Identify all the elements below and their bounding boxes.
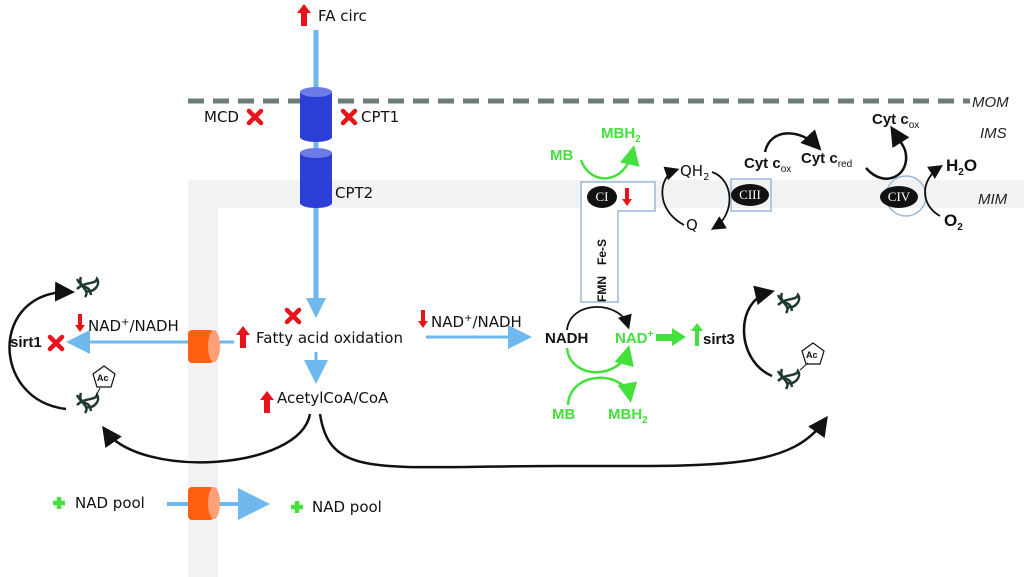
label-o2: O2 <box>944 211 963 233</box>
label-ratio-right: NAD+/NADH <box>431 313 522 331</box>
complex-iv <box>880 186 918 208</box>
label-ac-left: Ac <box>97 373 109 383</box>
q-reduction-arc <box>661 166 685 226</box>
green-arrow-head <box>672 328 686 346</box>
protein-icon <box>776 291 801 315</box>
label-qh2: QH2 <box>680 162 709 183</box>
label-sirt3: sirt3 <box>703 331 735 348</box>
mb-arc-upper <box>565 345 634 374</box>
label-fa-circ: FA circ <box>318 7 367 25</box>
acetylated-protein-icon <box>75 391 100 415</box>
inhibit-x-icon <box>249 111 261 123</box>
label-mb-bottom: MB <box>552 406 575 423</box>
label-sirt1: sirt1 <box>10 334 42 351</box>
svg-text:CIV: CIV <box>888 189 911 204</box>
green-arrow-shaft <box>656 334 674 341</box>
label-mbh2-bottom: MBH2 <box>608 406 648 426</box>
label-fes: Fe-S <box>595 239 609 265</box>
label-ac-right: Ac <box>806 350 818 360</box>
complex-i-outline <box>580 181 656 303</box>
nad-pore-upper <box>188 330 220 363</box>
nad-pore-lower <box>188 487 220 520</box>
increase-arrow-icon <box>236 326 250 348</box>
label-mcd: MCD <box>204 108 239 126</box>
label-q: Q <box>686 216 698 234</box>
oxygen-reduction-arc <box>924 165 944 217</box>
label-ratio-left: NAD+/NADH <box>88 317 179 335</box>
complex-iii <box>731 184 769 206</box>
mb-arc-lower <box>566 376 638 406</box>
label-cpt2: CPT2 <box>335 184 373 202</box>
label-cyt-c-ox-1: Cyt cox <box>744 155 791 175</box>
acetylation-arc-right <box>318 413 828 469</box>
inhibit-x-icon <box>287 310 299 322</box>
inhibit-x-icon <box>50 337 62 349</box>
label-cyt-c-ox-2: Cyt cox <box>872 111 919 131</box>
label-mom: MOM <box>972 94 1009 111</box>
label-nad-plus: NAD+ <box>615 329 654 347</box>
plus-icon <box>53 497 65 509</box>
label-fmn: FMN <box>595 276 609 302</box>
label-cpt1: CPT1 <box>361 108 399 126</box>
label-nad-pool-right: NAD pool <box>312 498 382 516</box>
sirt1-cycle-arrow <box>8 281 75 411</box>
label-nadh: NADH <box>545 330 588 347</box>
label-mb-top: MB <box>550 147 573 164</box>
increase-arrow-icon <box>260 391 274 413</box>
protein-icon <box>75 275 100 299</box>
cyt-c-oxidation-arc <box>865 125 910 180</box>
decrease-arrow-icon <box>418 310 428 328</box>
acetylation-arc-left <box>102 413 312 464</box>
sirt3-cycle-arrow <box>742 285 775 378</box>
label-fatty-acid-oxidation: Fatty acid oxidation <box>256 329 403 347</box>
plus-icon <box>291 501 303 513</box>
decrease-arrow-icon <box>75 314 85 332</box>
label-mbh2-top: MBH2 <box>601 125 641 145</box>
qh2-oxidation-arc <box>710 171 731 230</box>
svg-text:CIII: CIII <box>739 187 761 202</box>
complex-i <box>587 186 617 208</box>
cpt1-transporter <box>300 87 332 142</box>
label-h2o: H2O <box>946 156 977 178</box>
label-mim: MIM <box>978 191 1008 208</box>
acetylated-protein-icon <box>776 367 801 391</box>
label-ims: IMS <box>980 125 1007 142</box>
increase-green-icon <box>695 329 699 346</box>
inhibit-x-icon <box>343 111 355 123</box>
fa-flow-arrowhead <box>306 298 326 318</box>
cyt-c-reduction-arc <box>763 129 822 153</box>
cpt2-transporter <box>300 148 332 208</box>
increase-arrow-icon <box>297 4 311 26</box>
label-nad-pool-left: NAD pool <box>75 494 145 512</box>
label-cyt-c-red: Cyt cred <box>801 150 852 170</box>
svg-text:CI: CI <box>596 189 609 204</box>
nadh-oxidation-arc <box>566 306 632 331</box>
label-acetylcoa: AcetylCoA/CoA <box>277 389 389 407</box>
mb-arc-top <box>579 145 640 180</box>
